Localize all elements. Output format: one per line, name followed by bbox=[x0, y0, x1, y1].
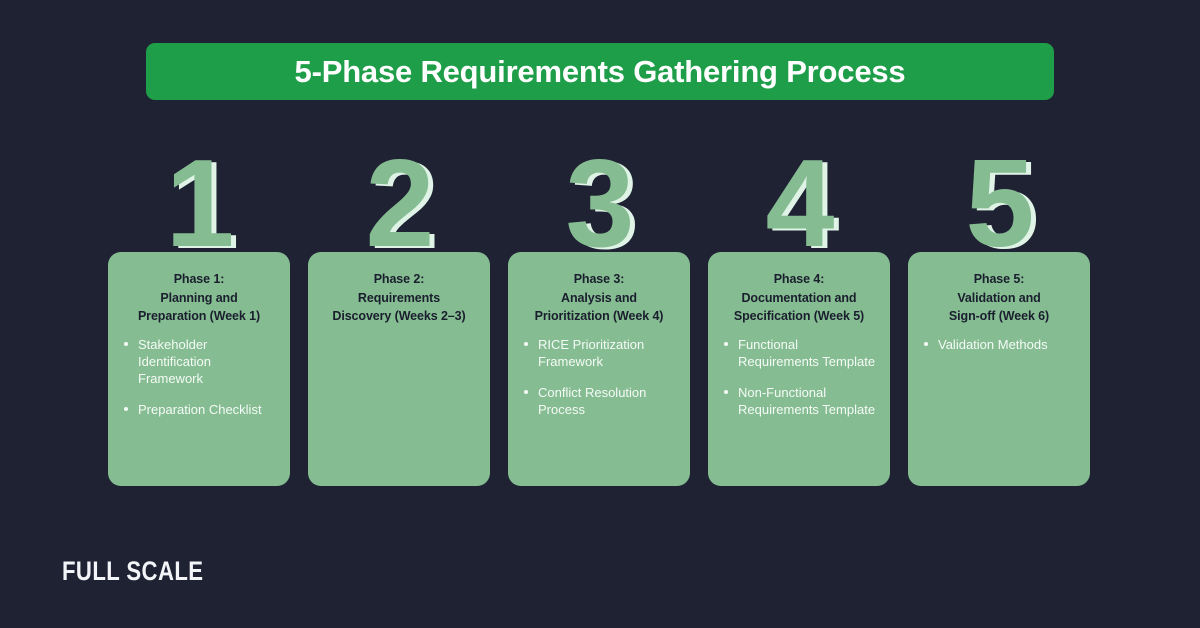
phase-numeral-fill: 3 bbox=[565, 134, 635, 273]
phase-column-1: 1 1 Phase 1: Planning and Preparation (W… bbox=[108, 136, 290, 486]
bullet-dot-icon bbox=[924, 341, 928, 346]
bullet-dot-icon bbox=[124, 341, 128, 346]
bullet-dot-icon bbox=[724, 341, 728, 346]
phase-numeral-fill: 5 bbox=[965, 134, 1035, 273]
phase-header-line: Documentation and bbox=[741, 290, 857, 305]
phase-header-line: Planning and bbox=[160, 290, 238, 305]
phase-header-line: Phase 2: bbox=[373, 272, 425, 286]
phase-header-line: Validation and bbox=[957, 290, 1041, 305]
list-item: Conflict Resolution Process bbox=[521, 384, 677, 419]
phase-header-line: Requirements bbox=[357, 290, 441, 305]
phase-card-5[interactable]: Phase 5: Validation and Sign-off (Week 6… bbox=[908, 252, 1090, 486]
list-item: Non-Functional Requirements Template bbox=[721, 384, 877, 419]
phase-numeral-1: 1 1 bbox=[108, 136, 290, 275]
phase-header-line: Discovery (Weeks 2–3) bbox=[332, 309, 466, 323]
phase-card-3[interactable]: Phase 3: Analysis and Prioritization (We… bbox=[508, 252, 690, 486]
phase-numeral-4: 4 4 bbox=[708, 136, 890, 275]
bullet-dot-icon bbox=[724, 390, 728, 395]
page-title: 5-Phase Requirements Gathering Process bbox=[294, 54, 906, 89]
bullet-dot-icon bbox=[124, 407, 128, 412]
bullet-label: RICE Prioritization Framework bbox=[538, 336, 645, 369]
phase-bullet-list-5: Validation Methods bbox=[921, 336, 1077, 353]
phase-card-header-5: Phase 5: Validation and Sign-off (Week 6… bbox=[921, 270, 1077, 326]
phase-card-header-3: Phase 3: Analysis and Prioritization (We… bbox=[521, 270, 677, 326]
title-banner: 5-Phase Requirements Gathering Process bbox=[146, 43, 1054, 100]
list-item: RICE Prioritization Framework bbox=[521, 336, 677, 371]
bullet-label: Preparation Checklist bbox=[138, 402, 262, 418]
phase-header-line: Phase 5: bbox=[973, 272, 1025, 286]
phase-column-2: 2 2 Phase 2: Requirements Discovery (Wee… bbox=[308, 136, 490, 486]
phase-header-line: Analysis and bbox=[561, 290, 637, 305]
phase-numeral-fill: 1 bbox=[165, 134, 235, 273]
phase-header-line: Prioritization (Week 4) bbox=[534, 309, 664, 323]
phase-bullet-list-3: RICE Prioritization Framework Conflict R… bbox=[521, 336, 677, 419]
bullet-dot-icon bbox=[524, 390, 528, 395]
phase-numeral-shadow: 1 bbox=[170, 136, 240, 275]
phase-numeral-2: 2 2 bbox=[308, 136, 490, 275]
bullet-dot-icon bbox=[524, 341, 528, 346]
phase-card-header-1: Phase 1: Planning and Preparation (Week … bbox=[121, 270, 277, 326]
phase-header-line: Phase 4: bbox=[773, 272, 825, 286]
phase-numeral-fill: 4 bbox=[765, 134, 835, 273]
bullet-label: Stakeholder Identification Framework bbox=[138, 336, 211, 387]
phase-numeral-shadow: 3 bbox=[570, 136, 640, 275]
phase-numeral-shadow: 5 bbox=[970, 136, 1040, 275]
phase-bullet-list-4: Functional Requirements Template Non-Fun… bbox=[721, 336, 877, 419]
phase-card-1[interactable]: Phase 1: Planning and Preparation (Week … bbox=[108, 252, 290, 486]
phase-header-line: Specification (Week 5) bbox=[733, 309, 865, 323]
full-scale-logo: FULL SCALE bbox=[62, 556, 204, 586]
bullet-label: Functional Requirements Template bbox=[738, 336, 876, 369]
phase-card-header-4: Phase 4: Documentation and Specification… bbox=[721, 270, 877, 326]
phase-card-4[interactable]: Phase 4: Documentation and Specification… bbox=[708, 252, 890, 486]
list-item: Preparation Checklist bbox=[121, 401, 277, 418]
phase-numeral-3: 3 3 bbox=[508, 136, 690, 275]
bullet-label: Conflict Resolution Process bbox=[538, 385, 647, 418]
list-item: Functional Requirements Template bbox=[721, 336, 877, 371]
phase-bullet-list-1: Stakeholder Identification Framework Pre… bbox=[121, 336, 277, 419]
phase-numeral-5: 5 5 bbox=[908, 136, 1090, 275]
bullet-label: Non-Functional Requirements Template bbox=[738, 385, 876, 418]
phase-card-2[interactable]: Phase 2: Requirements Discovery (Weeks 2… bbox=[308, 252, 490, 486]
list-item: Validation Methods bbox=[921, 336, 1077, 353]
phase-header-line: Sign-off (Week 6) bbox=[948, 309, 1050, 323]
list-item: Stakeholder Identification Framework bbox=[121, 336, 277, 388]
phase-card-header-2: Phase 2: Requirements Discovery (Weeks 2… bbox=[321, 270, 477, 326]
phase-numeral-shadow: 2 bbox=[370, 136, 440, 275]
phase-column-4: 4 4 Phase 4: Documentation and Specifica… bbox=[708, 136, 890, 486]
phase-numeral-fill: 2 bbox=[365, 134, 435, 273]
phase-header-line: Phase 1: bbox=[173, 272, 225, 286]
phase-column-3: 3 3 Phase 3: Analysis and Prioritization… bbox=[508, 136, 690, 486]
phase-list: 1 1 Phase 1: Planning and Preparation (W… bbox=[108, 136, 1090, 486]
bullet-label: Validation Methods bbox=[938, 336, 1048, 352]
phase-numeral-shadow: 4 bbox=[770, 136, 840, 275]
phase-header-line: Preparation (Week 1) bbox=[137, 309, 261, 323]
phase-header-line: Phase 3: bbox=[573, 272, 625, 286]
phase-column-5: 5 5 Phase 5: Validation and Sign-off (We… bbox=[908, 136, 1090, 486]
